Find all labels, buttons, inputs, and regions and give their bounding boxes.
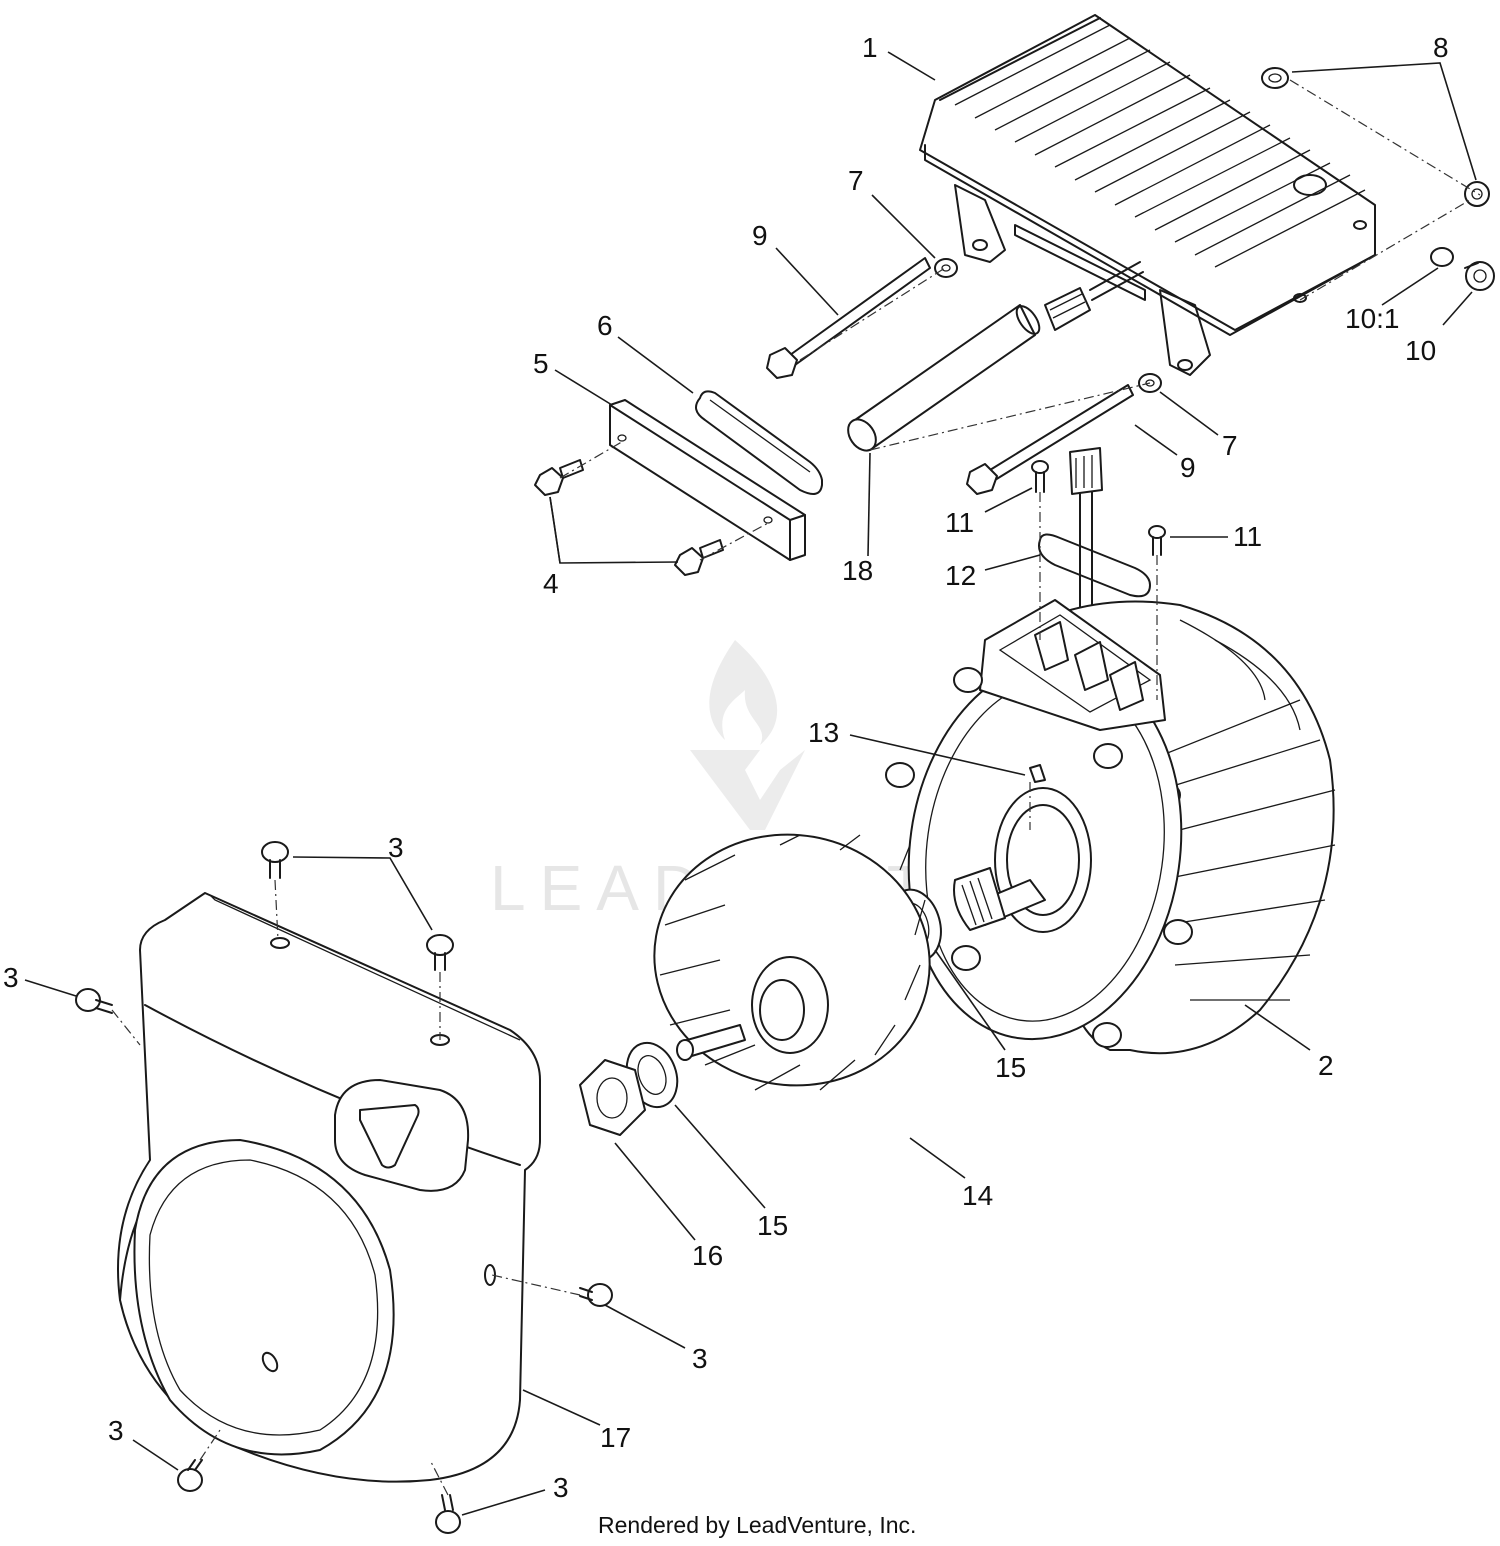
part-4-screws bbox=[534, 459, 724, 576]
part-14-fan bbox=[653, 833, 931, 1091]
part-17-blower-housing bbox=[117, 892, 541, 1483]
callout-1: 1 bbox=[862, 32, 878, 63]
part-7-washers bbox=[934, 258, 1162, 393]
part-12-gasket bbox=[1038, 533, 1151, 598]
part-10-1-o-ring bbox=[1430, 247, 1454, 267]
callout-18: 18 bbox=[842, 555, 873, 586]
callout-3-left: 3 bbox=[3, 962, 19, 993]
part-1-harness-connector bbox=[1044, 261, 1144, 331]
callout-9-upper: 9 bbox=[752, 220, 768, 251]
part-11-screws bbox=[1031, 460, 1166, 556]
footer-credit: Rendered by LeadVenture, Inc. bbox=[598, 1512, 916, 1538]
callout-3-top: 3 bbox=[388, 832, 404, 863]
part-5-plate bbox=[609, 399, 806, 561]
assembly-lines bbox=[111, 79, 1481, 1496]
callout-10: 10 bbox=[1405, 335, 1436, 366]
part-18-tube bbox=[847, 304, 1041, 452]
callout-11-right: 11 bbox=[1233, 521, 1262, 552]
part-3-screws bbox=[75, 841, 613, 1534]
callout-13: 13 bbox=[808, 717, 839, 748]
callout-11-left: 11 bbox=[945, 507, 974, 538]
callout-labels: 1 8 7 9 6 5 10:1 10 7 9 11 11 12 18 4 13… bbox=[3, 32, 1449, 1503]
part-10-plug bbox=[1464, 261, 1495, 291]
callout-4: 4 bbox=[543, 568, 559, 599]
callout-6: 6 bbox=[597, 310, 613, 341]
callout-14: 14 bbox=[962, 1180, 993, 1211]
callout-16: 16 bbox=[692, 1240, 723, 1271]
watermark-flame-icon bbox=[709, 640, 778, 745]
callout-8: 8 bbox=[1433, 32, 1449, 63]
part-8-nuts bbox=[1261, 67, 1490, 207]
watermark-v-icon bbox=[690, 750, 805, 830]
callout-2: 2 bbox=[1318, 1050, 1334, 1081]
callout-9-lower: 9 bbox=[1180, 452, 1196, 483]
part-2-motor-bolts bbox=[885, 667, 1193, 1048]
callout-7-upper: 7 bbox=[848, 165, 864, 196]
callout-7-lower: 7 bbox=[1222, 430, 1238, 461]
part-6-gasket bbox=[695, 390, 823, 495]
part-2-motor bbox=[885, 599, 1336, 1055]
part-16-nut bbox=[579, 1059, 646, 1136]
callout-3-right: 3 bbox=[692, 1343, 708, 1374]
callout-3-bottom-left: 3 bbox=[108, 1415, 124, 1446]
callout-15-lower: 15 bbox=[757, 1210, 788, 1241]
callout-17: 17 bbox=[600, 1422, 631, 1453]
callout-12: 12 bbox=[945, 560, 976, 591]
callout-10-1: 10:1 bbox=[1345, 303, 1400, 334]
part-9-long-bolts bbox=[766, 257, 1134, 495]
callout-15-upper: 15 bbox=[995, 1052, 1026, 1083]
callout-5: 5 bbox=[533, 348, 549, 379]
leader-lines bbox=[24, 51, 1477, 1516]
part-1-controller-housing bbox=[919, 14, 1376, 376]
callout-3-bottom: 3 bbox=[553, 1472, 569, 1503]
